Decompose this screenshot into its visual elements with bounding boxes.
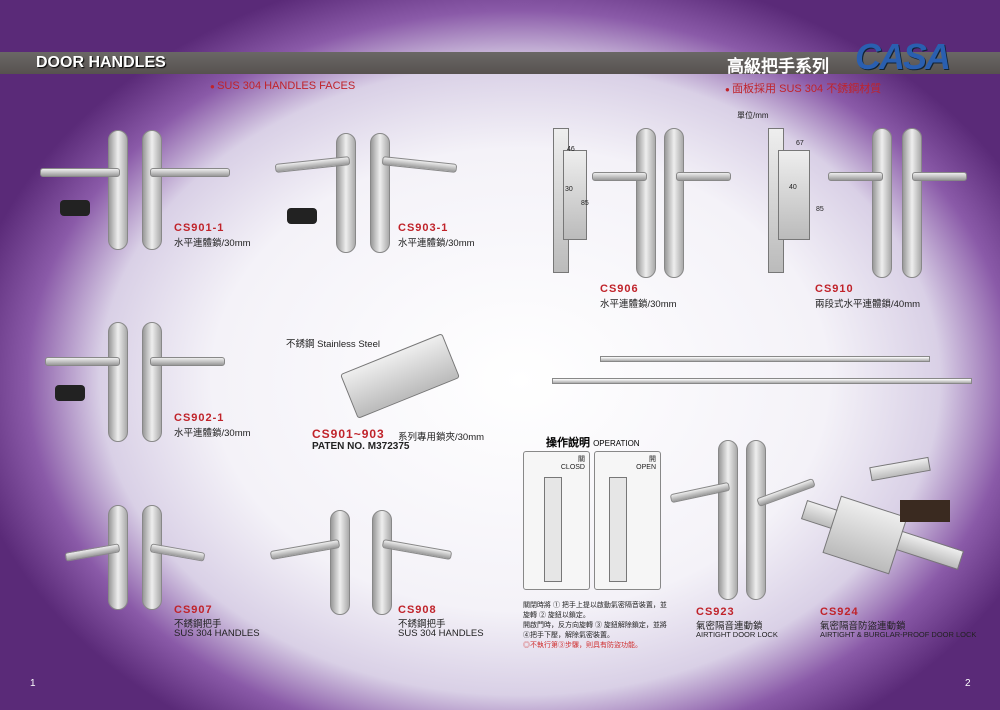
dimension: 67 [796,140,804,147]
open-en: OPEN [636,464,656,471]
closed-cn: 關 [578,456,585,463]
page-title: DOOR HANDLES [36,54,166,71]
subtitle-left: SUS 304 HANDLES FACES [210,80,355,92]
dimension: 85 [581,200,589,207]
product-code: CS901~903 [312,427,385,441]
product-code: CS907 [174,604,213,616]
product-code: CS903-1 [398,222,449,234]
product-code: CS902-1 [174,412,225,424]
product-code: CS910 [815,283,854,295]
closed-en: CLOSD [560,464,585,471]
unit-label: 單位/mm [737,111,769,120]
product-desc-en: SUS 304 HANDLES [174,628,260,639]
operation-title-cn: 操作說明 [546,437,590,449]
casa-logo: CASA [855,36,951,77]
product-code: CS924 [820,606,859,618]
product-desc: 水平連體鎖/30mm [600,299,677,310]
page-number-left: 1 [30,678,36,689]
material-label: 不銹鋼 Stainless Steel [286,339,380,350]
page-title-cn: 高級把手系列 [727,57,829,76]
instruction-close: 關閉時將 ① 把手上提以啟動氣密隔音裝置，並旋轉 ② 旋鈕以鎖定。 [523,602,667,619]
product-desc-en: AIRTIGHT & BURGLAR-PROOF DOOR LOCK [820,630,977,639]
product-desc-en: SUS 304 HANDLES [398,628,484,639]
dimension: 30 [565,186,573,193]
product-desc: 氣密隔音防盜連動鎖 [820,621,906,632]
product-desc: 不銹鋼把手 [398,619,446,630]
connecting-rod [552,378,972,384]
product-desc: 不銹鋼把手 [174,619,222,630]
product-desc: 水平連體鎖/30mm [174,238,251,249]
product-code: CS906 [600,283,639,295]
product-code: CS923 [696,606,735,618]
product-desc: 兩段式水平連體鎖/40mm [815,299,921,310]
subtitle-right: 面板採用 SUS 304 不銹鋼材質 [725,80,881,96]
open-cn: 開 [649,456,656,463]
instruction-note: ◎不執行第③步驟，則具有防盜功能。 [523,642,642,649]
operation-instructions: 關閉時將 ① 把手上提以啟動氣密隔音裝置，並旋轉 ② 旋鈕以鎖定。 開啟門時，反… [523,601,673,651]
patent-number: PATEN NO. M372375 [312,441,410,452]
product-desc: 系列專用鎖夾/30mm [398,432,485,443]
product-code: CS908 [398,604,437,616]
product-desc: 氣密隔音連動鎖 [696,621,763,632]
product-desc: 水平連體鎖/30mm [174,428,251,439]
operation-title: 操作說明 OPERATION [546,434,640,450]
product-desc: 水平連體鎖/30mm [398,238,475,249]
header-bar [0,52,1000,74]
dimension: 46 [567,146,575,153]
page-number-right: 2 [965,678,971,689]
instruction-open: 開啟門時，反方向旋轉 ③ 旋鈕解除鎖定，並將 ④把手下壓，解除氣密裝置。 [523,622,667,639]
product-code: CS901-1 [174,222,225,234]
product-desc-en: AIRTIGHT DOOR LOCK [696,630,778,639]
connecting-rod [600,356,930,362]
dimension: 40 [789,184,797,191]
dimension: 85 [816,206,824,213]
operation-title-en: OPERATION [593,439,640,448]
